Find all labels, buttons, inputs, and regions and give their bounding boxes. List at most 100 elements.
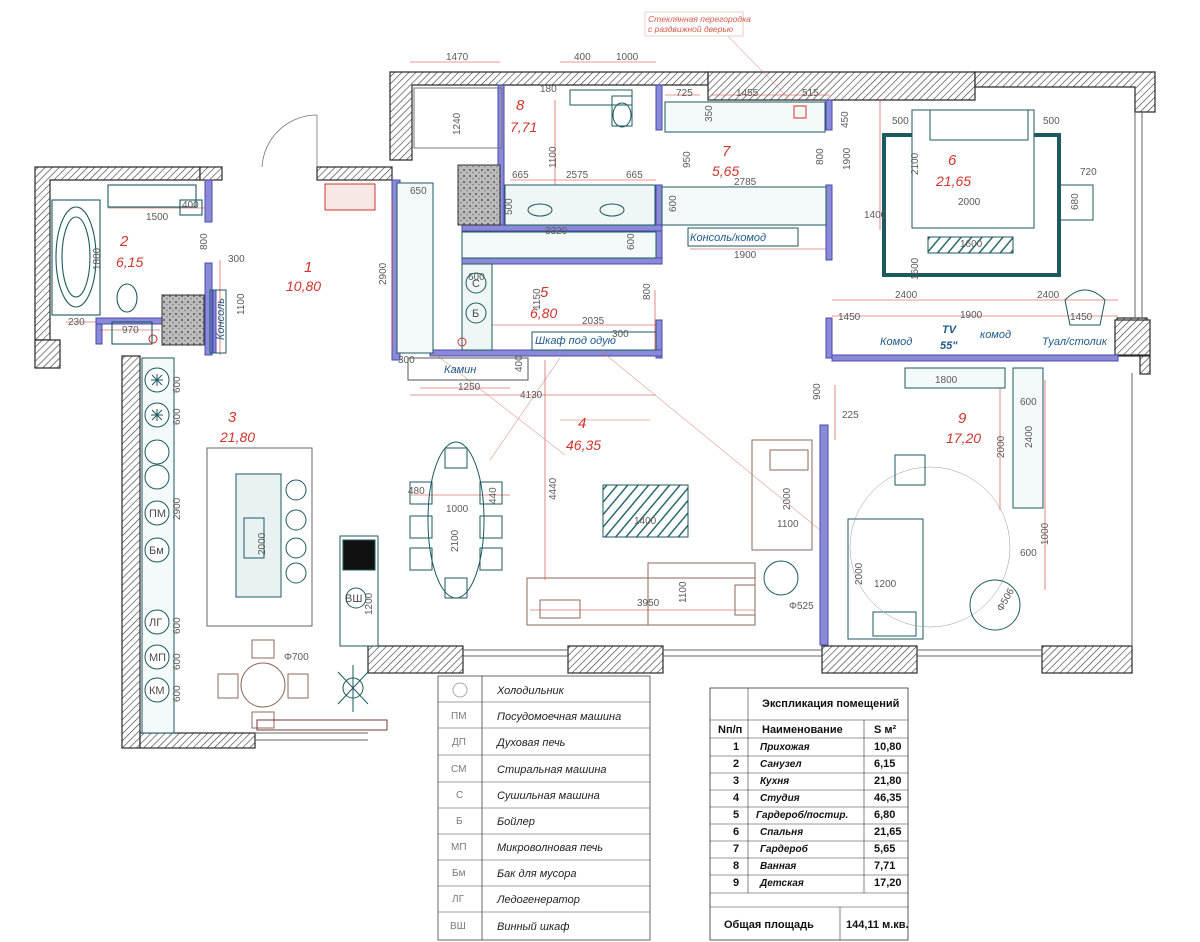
svg-text:46,35: 46,35 [874, 792, 902, 804]
svg-text:600: 600 [172, 376, 183, 393]
snowflake-icons [151, 374, 163, 421]
col-area: S м² [874, 724, 897, 736]
svg-text:10,80: 10,80 [874, 741, 902, 753]
svg-text:1900: 1900 [734, 250, 757, 261]
legend-code-2: ДП [452, 737, 466, 748]
svg-text:950: 950 [682, 151, 693, 168]
label-tv-size: 55" [940, 340, 958, 352]
svg-text:Детская: Детская [759, 878, 804, 889]
svg-text:300: 300 [398, 355, 415, 366]
svg-text:1600: 1600 [910, 257, 921, 280]
walls [34, 71, 1156, 749]
room-5-fixtures [457, 231, 657, 351]
sofa [526, 439, 813, 626]
svg-text:1100: 1100 [678, 581, 689, 603]
glass-partition-note: Стеклянная перегородка с раздвижной двер… [644, 11, 751, 37]
svg-text:2400: 2400 [1037, 290, 1060, 301]
appliance-codes: ПМ Бм ЛГ МП КМ ВШ С Б [149, 278, 480, 697]
svg-text:2900: 2900 [378, 262, 389, 285]
svg-text:600: 600 [172, 685, 183, 702]
legend-text-9: Винный шкаф [497, 921, 569, 933]
code-mp: МП [149, 652, 166, 664]
svg-text:515: 515 [802, 88, 819, 99]
legend-text-8: Ледогенератор [496, 894, 580, 906]
label-tual: Туал/столик [1042, 336, 1108, 348]
kitchen-island [206, 447, 313, 627]
svg-text:21,80: 21,80 [874, 775, 902, 787]
legend-code-6: МП [451, 842, 467, 853]
room-9-area: 17,20 [946, 430, 981, 446]
svg-text:600: 600 [626, 233, 637, 250]
svg-text:650: 650 [410, 186, 427, 197]
svg-text:725: 725 [676, 88, 693, 99]
label-komod-mid: комод [980, 329, 1011, 341]
svg-text:1250: 1250 [458, 382, 481, 393]
svg-text:970: 970 [122, 325, 139, 336]
svg-text:720: 720 [1080, 167, 1097, 178]
svg-text:1450: 1450 [838, 312, 861, 323]
living-rug [602, 484, 689, 538]
svg-text:350: 350 [704, 105, 715, 122]
svg-text:1800: 1800 [92, 247, 103, 270]
svg-text:3320: 3320 [545, 226, 568, 237]
svg-text:2000: 2000 [782, 487, 793, 510]
svg-text:500: 500 [1043, 116, 1060, 127]
svg-text:5,65: 5,65 [874, 843, 895, 855]
svg-text:21,65: 21,65 [874, 826, 902, 838]
svg-text:Кухня: Кухня [760, 776, 789, 787]
label-shkaf: Шкаф под одую [535, 335, 616, 347]
svg-text:Студия: Студия [760, 793, 800, 804]
svg-text:400: 400 [574, 52, 591, 63]
label-kamin: Камин [444, 364, 476, 376]
svg-text:3950: 3950 [637, 598, 660, 609]
svg-text:Φ506: Φ506 [995, 586, 1017, 613]
dining-table [409, 441, 503, 599]
note-line-2: с раздвижной дверью [648, 24, 734, 34]
svg-text:8: 8 [733, 860, 739, 872]
svg-text:665: 665 [626, 170, 643, 181]
svg-text:2000: 2000 [958, 197, 981, 208]
svg-text:480: 480 [408, 486, 425, 497]
label-tv: TV [942, 324, 958, 336]
svg-text:1600: 1600 [960, 239, 983, 250]
legend-text-2: Духовая печь [495, 737, 566, 749]
kids-furniture [847, 367, 1044, 640]
svg-text:1450: 1450 [1070, 312, 1093, 323]
bedroom-furniture [882, 109, 1106, 326]
svg-text:1100: 1100 [236, 293, 247, 315]
legend-text-6: Микроволновая печь [497, 842, 603, 854]
room-3-number: 3 [228, 409, 237, 426]
svg-text:800: 800 [199, 233, 210, 250]
svg-text:2100: 2100 [910, 152, 921, 175]
svg-text:600: 600 [1020, 548, 1037, 559]
code-vsh: ВШ [345, 593, 362, 605]
legend-code-8: ЛГ [452, 894, 465, 905]
svg-text:4130: 4130 [520, 390, 543, 401]
svg-text:665: 665 [512, 170, 529, 181]
svg-text:900: 900 [812, 383, 823, 400]
code-s: С [472, 278, 480, 290]
svg-text:1500: 1500 [146, 212, 169, 223]
svg-text:600: 600 [1020, 397, 1037, 408]
legend-text-4: Сушильная машина [497, 790, 600, 802]
total-value: 144,11 м.кв. [846, 919, 909, 931]
svg-text:1000: 1000 [1040, 522, 1051, 545]
room-7-number: 7 [722, 143, 731, 160]
room-7-fixtures [661, 101, 827, 247]
svg-text:600: 600 [668, 195, 679, 212]
svg-text:2575: 2575 [566, 170, 589, 181]
kitchen-cabinets [141, 357, 175, 734]
svg-text:225: 225 [842, 410, 859, 421]
room-8-fixtures [413, 87, 656, 226]
svg-text:Гардероб/постир.: Гардероб/постир. [756, 809, 848, 821]
col-name: Наименование [762, 724, 843, 736]
legend-code-1: ПМ [451, 711, 467, 722]
code-km: КМ [149, 685, 165, 697]
svg-text:1100: 1100 [777, 519, 799, 530]
note-line-1: Стеклянная перегородка [648, 14, 751, 24]
room-8-number: 8 [516, 97, 525, 114]
svg-text:2400: 2400 [1024, 425, 1035, 448]
svg-text:2000: 2000 [257, 532, 268, 555]
room-9-number: 9 [958, 410, 967, 427]
